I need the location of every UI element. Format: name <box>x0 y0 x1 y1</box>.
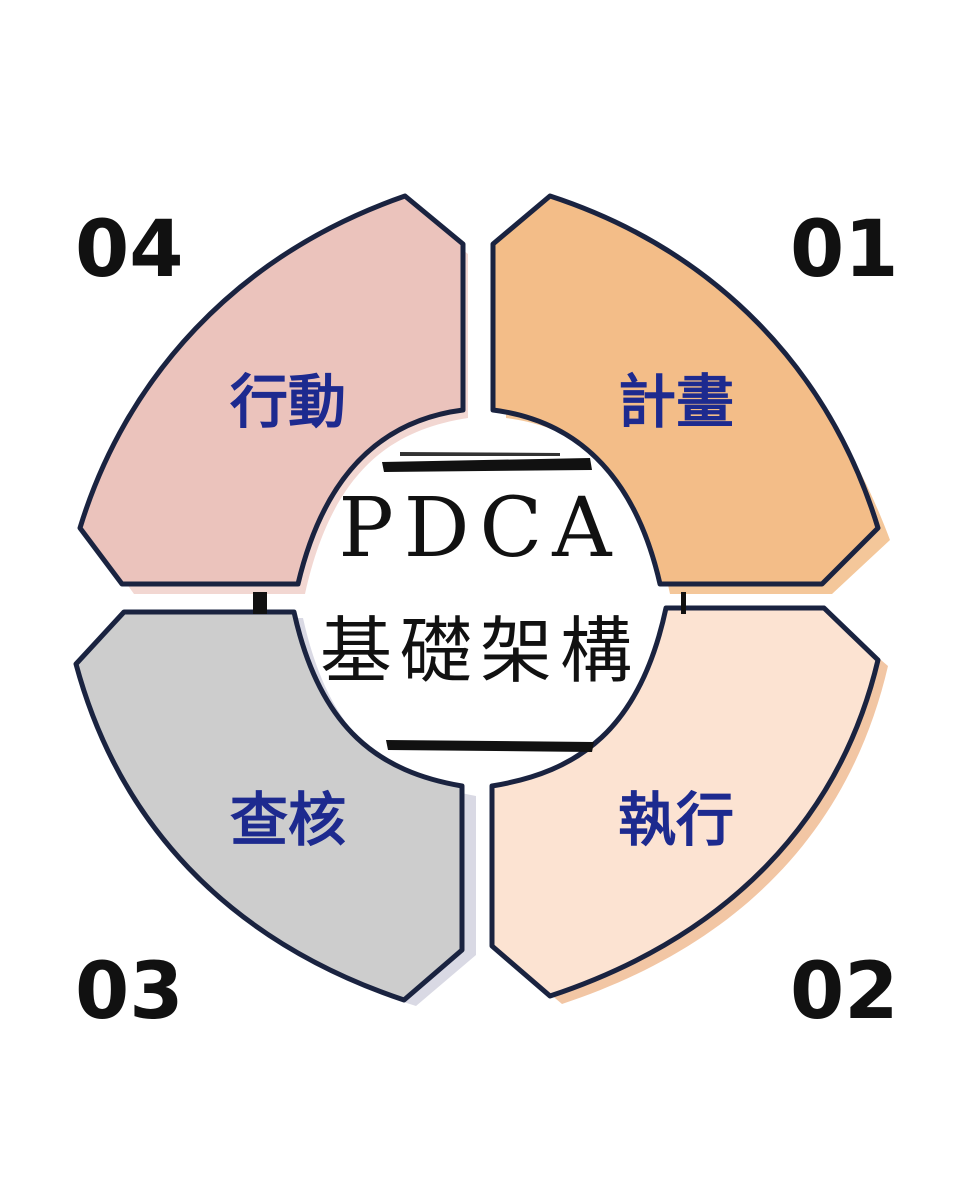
segment-label-check: 查核 <box>230 786 346 854</box>
brush-stroke-bottom <box>386 740 594 752</box>
segment-check[interactable] <box>73 609 465 1003</box>
segment-label-plan: 計畫 <box>618 368 734 436</box>
brush-stroke-top <box>382 458 592 472</box>
segment-plan[interactable] <box>490 193 881 587</box>
segment-act[interactable] <box>77 193 466 587</box>
segment-label-do: 執行 <box>618 786 734 854</box>
segment-number-plan: 01 <box>790 205 899 295</box>
segment-number-act: 04 <box>75 205 184 295</box>
brush-stroke-top-thin <box>400 452 560 456</box>
center-title: PDCA <box>339 481 622 576</box>
connector-left <box>253 592 267 614</box>
segment-label-act: 行動 <box>230 368 346 436</box>
center-decor <box>382 452 594 752</box>
segment-number-do: 02 <box>790 947 899 1037</box>
segment-number-check: 03 <box>75 947 184 1037</box>
center-subtitle: 基礎架構 <box>320 609 640 693</box>
connector-right <box>681 592 686 614</box>
